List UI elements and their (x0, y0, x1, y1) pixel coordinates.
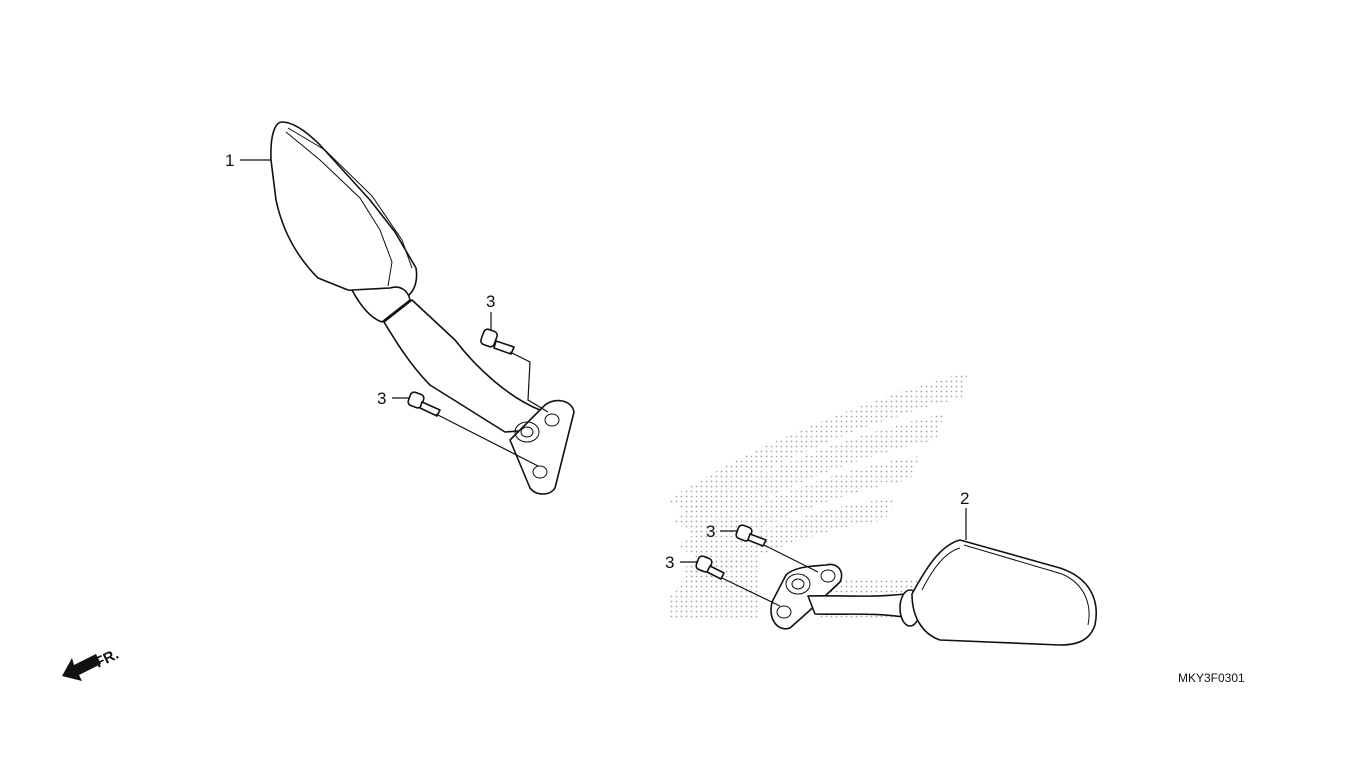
callout-3-left-upper: 3 (486, 292, 495, 311)
callout-3-right-upper: 3 (706, 522, 715, 541)
screw-right-upper (735, 524, 819, 573)
mirror-left-assembly (270, 121, 575, 495)
diagram-code: MKY3F0301 (1178, 671, 1245, 685)
callout-1: 1 (225, 151, 234, 170)
callout-3-left-lower: 3 (377, 389, 386, 408)
callout-3-right-lower: 3 (665, 553, 674, 572)
screw-left-upper (480, 328, 549, 413)
front-indicator-label: FR. (92, 646, 121, 672)
brand-watermark (668, 372, 980, 620)
callout-2: 2 (960, 489, 969, 508)
front-arrow-icon (62, 654, 101, 681)
mirror-right-assembly (770, 539, 1097, 646)
screw-left-lower (407, 391, 539, 467)
